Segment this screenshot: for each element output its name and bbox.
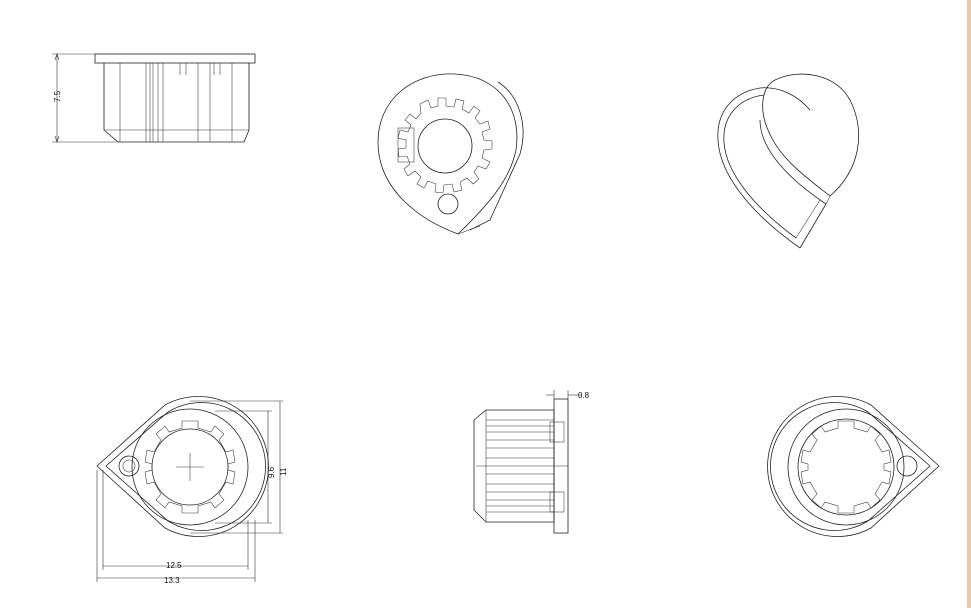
front-gear-teeth: [144, 420, 236, 514]
rear-gear-teeth: [800, 420, 892, 514]
side-view-top-left: 7.5: [52, 53, 256, 143]
dim-inner-dia-label: 9.6: [267, 466, 276, 478]
side-ribs: [476, 419, 568, 513]
rear-view: [767, 396, 940, 537]
side-view-section: 0.8: [473, 390, 590, 534]
dim-width-inner-label: 12.5: [166, 561, 182, 570]
dim-width-outer-label: 13.3: [164, 576, 180, 585]
isometric-front-view: [377, 73, 524, 235]
dim-flange-label: 0.8: [578, 391, 590, 400]
iso-gear-teeth: [397, 97, 493, 194]
sheet-border-accent: [967, 0, 971, 608]
isometric-back-view: [717, 73, 860, 249]
dim-height-label: 7.5: [53, 90, 62, 102]
dim-outer-dia-label: 11: [279, 467, 288, 476]
front-view-dimensioned: 9.6 11 12.5 13.3: [96, 396, 288, 585]
